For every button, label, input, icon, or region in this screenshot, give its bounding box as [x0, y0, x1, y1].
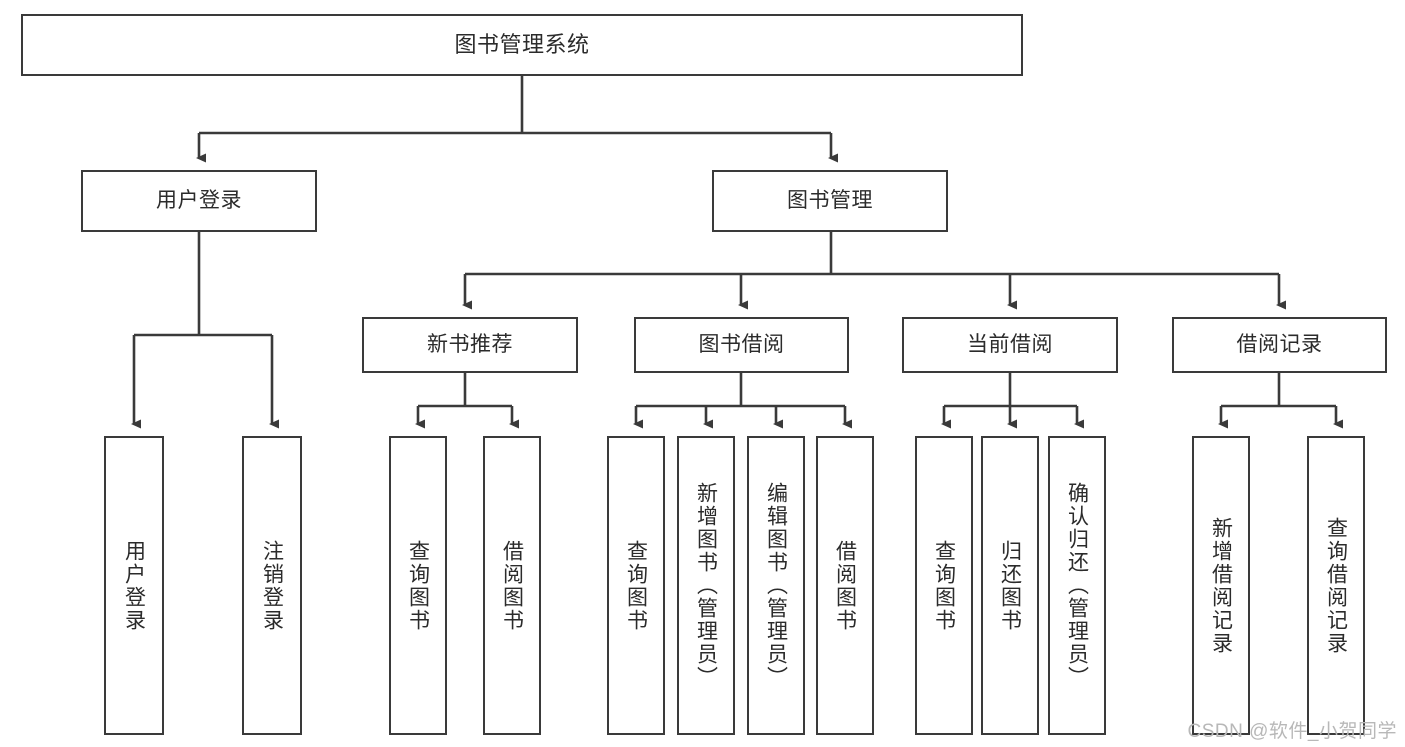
node-label: 新书推荐 — [427, 332, 513, 356]
node-label: 新增图书（管理员） — [694, 482, 718, 689]
node-label: 借阅图书 — [500, 539, 524, 632]
leaf-add-book-admin[interactable]: 新增图书（管理员） — [677, 436, 735, 735]
node-label: 新增借阅记录 — [1209, 516, 1233, 655]
node-borrow-record[interactable]: 借阅记录 — [1172, 317, 1387, 373]
node-label: 归还图书 — [998, 539, 1022, 632]
leaf-confirm-return-admin[interactable]: 确认归还（管理员） — [1048, 436, 1106, 735]
node-new-book-recommend[interactable]: 新书推荐 — [362, 317, 578, 373]
node-label: 用户登录 — [156, 188, 242, 212]
node-label: 查询图书 — [932, 539, 956, 632]
leaf-logout[interactable]: 注销登录 — [242, 436, 302, 735]
node-book-borrow[interactable]: 图书借阅 — [634, 317, 849, 373]
leaf-borrow-book-recommend[interactable]: 借阅图书 — [483, 436, 541, 735]
watermark-text: CSDN @软件_小贺同学 — [1187, 721, 1397, 742]
leaf-edit-book-admin[interactable]: 编辑图书（管理员） — [747, 436, 805, 735]
leaf-query-book-recommend[interactable]: 查询图书 — [389, 436, 447, 735]
node-label: 查询借阅记录 — [1324, 516, 1348, 655]
node-label: 图书借阅 — [698, 332, 785, 356]
leaf-query-book-current[interactable]: 查询图书 — [915, 436, 973, 735]
leaf-borrow-book[interactable]: 借阅图书 — [816, 436, 874, 735]
node-label: 图书管理 — [787, 188, 873, 212]
node-label: 图书管理系统 — [454, 32, 590, 58]
node-label: 查询图书 — [406, 539, 430, 632]
leaf-query-book-borrow[interactable]: 查询图书 — [607, 436, 665, 735]
leaf-user-login[interactable]: 用户登录 — [104, 436, 164, 735]
node-label: 借阅记录 — [1236, 332, 1323, 356]
node-label: 借阅图书 — [833, 539, 857, 632]
node-book-management-system[interactable]: 图书管理系统 — [21, 14, 1023, 76]
node-label: 用户登录 — [122, 539, 146, 632]
node-label: 编辑图书（管理员） — [764, 482, 788, 689]
leaf-return-book[interactable]: 归还图书 — [981, 436, 1039, 735]
node-label: 查询图书 — [624, 539, 648, 632]
node-user-login[interactable]: 用户登录 — [81, 170, 317, 232]
node-current-borrow[interactable]: 当前借阅 — [902, 317, 1118, 373]
leaf-query-borrow-record[interactable]: 查询借阅记录 — [1307, 436, 1365, 735]
node-label: 当前借阅 — [967, 332, 1053, 356]
node-book-management[interactable]: 图书管理 — [712, 170, 948, 232]
node-label: 确认归还（管理员） — [1065, 482, 1089, 689]
node-label: 注销登录 — [260, 539, 284, 632]
leaf-add-borrow-record[interactable]: 新增借阅记录 — [1192, 436, 1250, 735]
